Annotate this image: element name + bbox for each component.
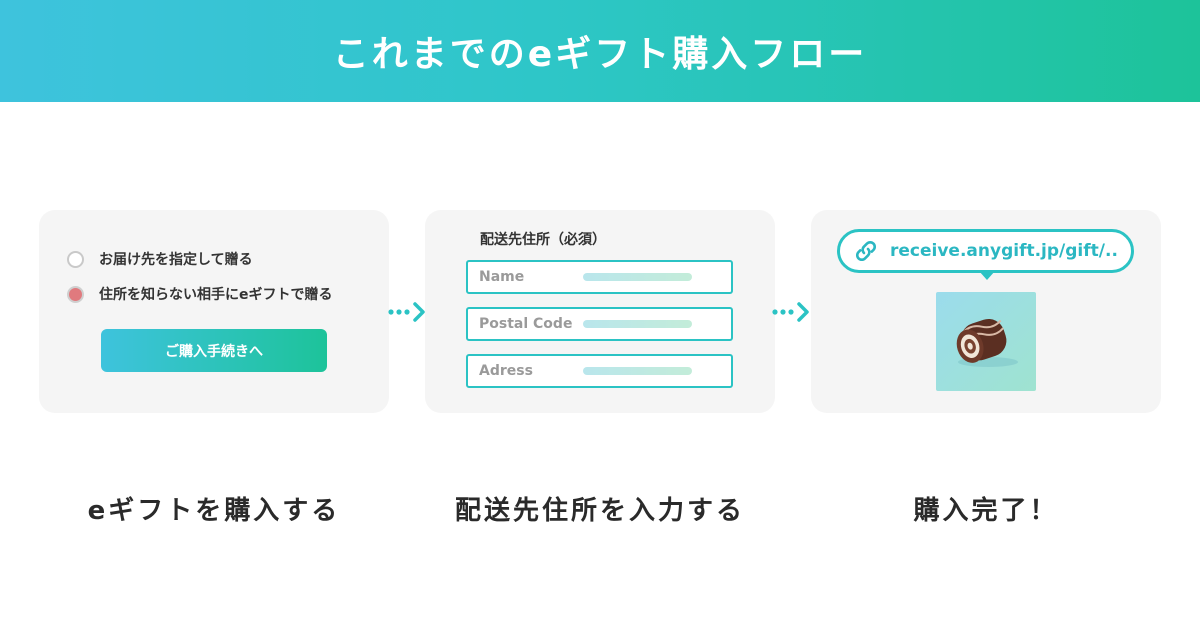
option-label: 住所を知らない相手にeギフトで贈る [99,287,333,303]
page-title: これまでのeギフト購入フロー [332,34,868,75]
address-field-label: Adress [479,363,533,379]
form-title: 配送先住所（必須） [480,232,606,248]
address-field[interactable]: Adress [466,354,733,388]
radio-unselected[interactable] [67,250,84,268]
speech-tail [979,271,995,280]
placeholder-bar [583,367,692,375]
radio-selected[interactable] [67,285,84,303]
step-caption-complete: 購入完了！ [913,496,1059,526]
chevron-dotted-arrow-icon [772,302,809,322]
complete-step-card: receive.anygift.jp/gift/.. [811,210,1161,413]
proceed-to-purchase-button[interactable]: ご購入手続きへ [101,329,327,372]
postal-code-field-label: Postal Code [479,316,573,332]
option-label: お届け先を指定して贈る [99,252,253,268]
placeholder-bar [583,320,692,328]
chevron-dotted-arrow-icon [388,302,425,322]
delivery-option-egift[interactable]: 住所を知らない相手にeギフトで贈る [67,284,333,304]
delivery-option-specify[interactable]: お届け先を指定して贈る [67,249,253,269]
header-banner: これまでのeギフト購入フロー [0,0,1200,102]
name-field[interactable]: Name [466,260,733,294]
address-step-card: 配送先住所（必須） Name Postal Code Adress [425,210,775,413]
step-caption-address: 配送先住所を入力する [454,496,745,526]
gift-url-text: receive.anygift.jp/gift/.. [890,241,1118,261]
link-icon [855,240,877,262]
roll-cake-image [936,292,1036,391]
gift-url-link[interactable]: receive.anygift.jp/gift/.. [837,229,1134,273]
name-field-label: Name [479,269,525,285]
postal-code-field[interactable]: Postal Code [466,307,733,341]
step-caption-purchase: eギフトを購入する [87,496,341,526]
purchase-step-card: お届け先を指定して贈る 住所を知らない相手にeギフトで贈る ご購入手続きへ [39,210,389,413]
placeholder-bar [583,273,692,281]
